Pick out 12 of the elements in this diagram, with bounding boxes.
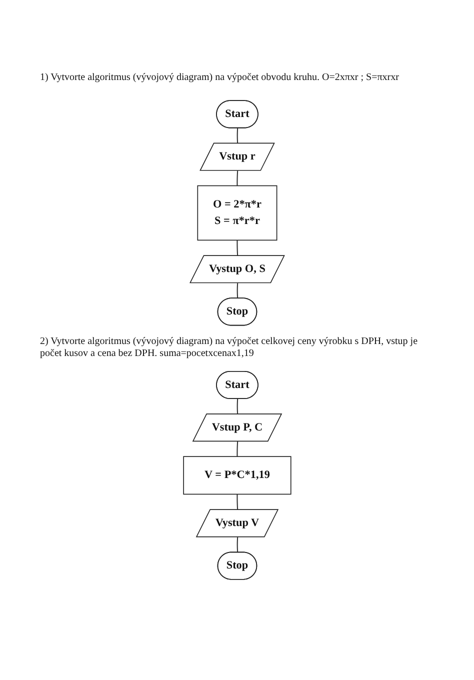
connector [236,494,238,510]
connector [236,537,238,553]
task-text: 2) Vytvorte algoritmus (vývojový diagram) na výpočet celkovej ceny výrobku s DPH, vstup je počet kusov a cena bez DPH. suma=pocetxcenax1,19 [40,336,419,361]
connector [236,128,238,144]
node-box: O = 2*π*r S = π*r*r [197,185,277,241]
connector [236,283,238,298]
task-text: 1) Vytvorte algoritmus (vývojový diagram) na výpočet obvodu kruhu. O=2xπxr ; S=πxrxr [40,72,400,84]
connector [236,240,238,256]
connector [236,398,238,414]
connector [236,170,238,186]
node-box: V = P*C*1,19 [182,456,292,495]
connector [236,442,238,457]
